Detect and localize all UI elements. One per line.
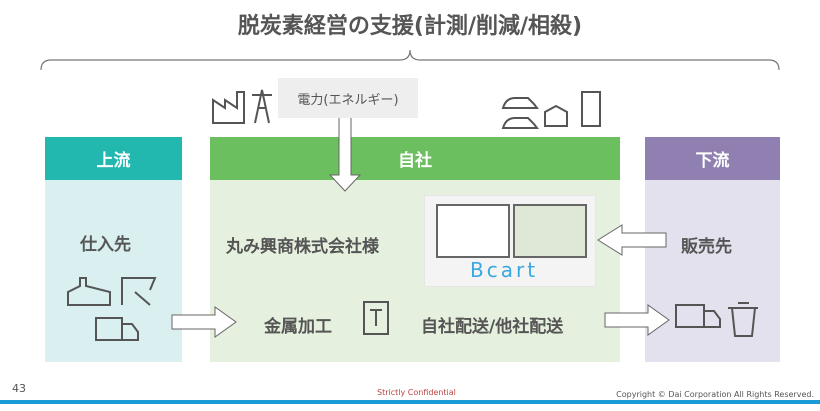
arrow-left-icon <box>597 224 667 256</box>
footer-bar <box>0 400 820 404</box>
arrow-right-icon <box>604 304 670 336</box>
bcart-screenshot: Bcart <box>424 195 596 287</box>
brace <box>40 49 780 71</box>
copyright: Copyright © Dai Corporation All Rights R… <box>616 390 814 399</box>
factory-robot-icon <box>67 277 157 341</box>
upstream-body <box>45 180 182 362</box>
supplier-label: 仕入先 <box>80 235 131 255</box>
upstream-header-bg <box>45 137 182 180</box>
downstream-header: 下流 <box>695 151 730 171</box>
arrow-down-icon <box>328 111 362 192</box>
arrow-right-icon <box>171 306 237 338</box>
process-label: 金属加工 <box>264 317 332 337</box>
power-label-box: 電力(エネルギー) <box>278 78 418 118</box>
bcart-logo: Bcart <box>470 258 539 282</box>
company-label: 丸み興商株式会社様 <box>226 237 379 257</box>
machine-icon <box>363 301 389 335</box>
cars-buildings-icon <box>501 91 601 129</box>
delivery-label: 自社配送/他社配送 <box>421 317 564 337</box>
upstream-header: 上流 <box>96 151 131 171</box>
self-header: 自社 <box>398 151 432 171</box>
confidential-note: Strictly Confidential <box>377 388 456 397</box>
page-title: 脱炭素経営の支援(計測/削減/相殺) <box>237 14 583 39</box>
downstream-body <box>645 180 780 362</box>
admin-screenshot <box>436 204 510 258</box>
seller-label: 販売先 <box>681 237 732 257</box>
factory-icon <box>212 89 272 124</box>
self-header-bg <box>210 137 620 180</box>
truck-trash-icon <box>675 302 758 337</box>
page-number: 43 <box>12 382 26 395</box>
store-screenshot <box>513 204 587 258</box>
downstream-header-bg <box>645 137 780 180</box>
